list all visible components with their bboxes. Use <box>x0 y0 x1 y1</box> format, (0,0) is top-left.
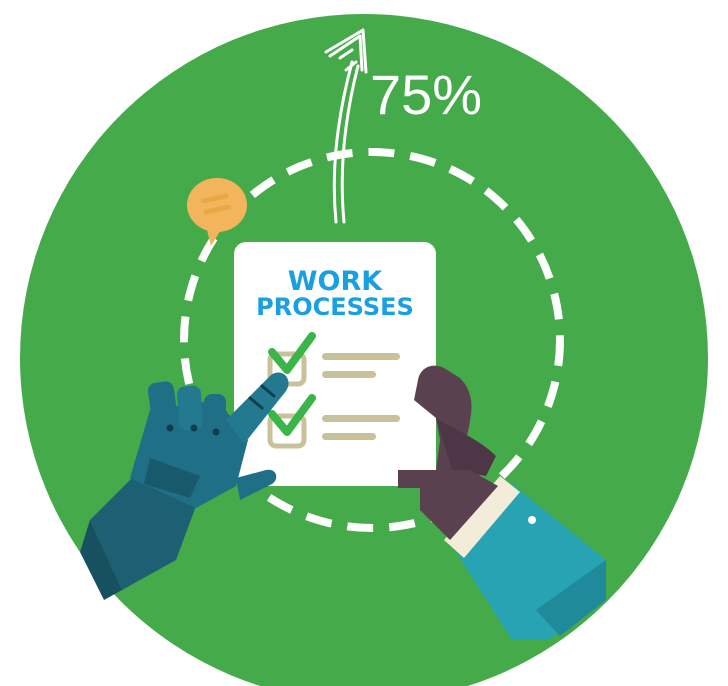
item-line <box>322 415 400 422</box>
document-title-line2: PROCESSES <box>256 293 414 321</box>
checkmark-icon <box>268 332 316 374</box>
upward-arrow-icon <box>324 28 368 224</box>
checkmark-icon <box>268 394 316 436</box>
speech-bubble-icon <box>187 178 247 246</box>
document-card: WORK PROCESSES <box>234 242 436 486</box>
percent-label: 75% <box>370 63 482 126</box>
checkbox <box>267 413 307 449</box>
progress-ring <box>180 148 564 532</box>
document-title-line1: WORK <box>288 266 384 297</box>
robot-hand-icon <box>80 372 289 600</box>
human-hand-icon <box>398 365 606 640</box>
checklist-item <box>267 332 400 387</box>
item-line <box>322 433 376 440</box>
item-line <box>322 353 400 360</box>
checklist-item <box>267 394 400 449</box>
item-line <box>322 371 376 378</box>
